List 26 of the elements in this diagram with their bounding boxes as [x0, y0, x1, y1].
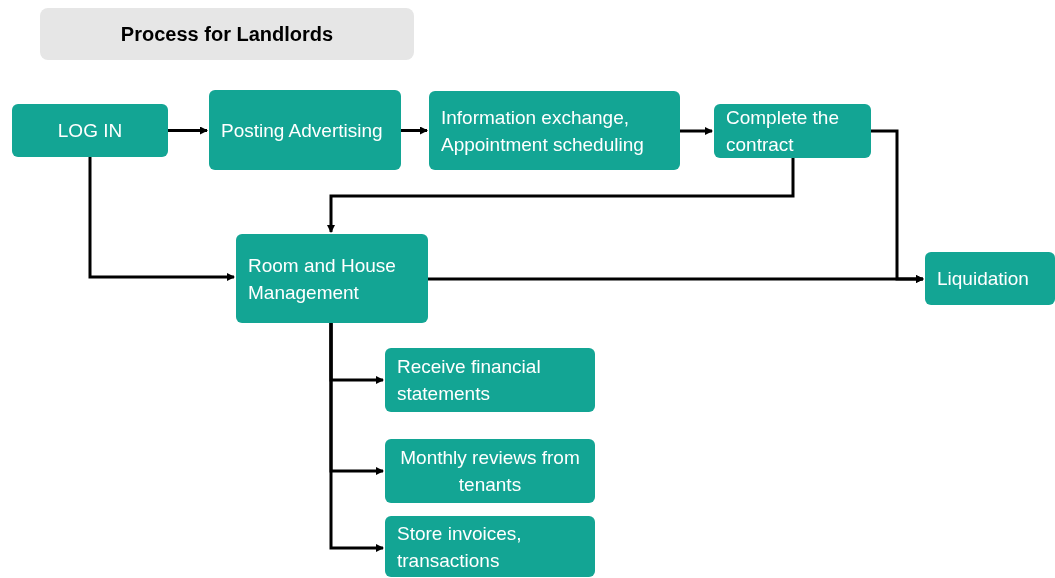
process-box [714, 104, 871, 158]
arrow [871, 129, 924, 283]
process-box [385, 348, 595, 412]
box-label: Receive financial statements [397, 355, 542, 406]
box-label: Complete the contract [726, 106, 840, 157]
box-label: Posting Advertising [221, 118, 383, 143]
arrow [401, 126, 428, 135]
arrow [168, 126, 208, 135]
box-label: Monthly reviews from tenants [399, 446, 581, 497]
box-label: Store invoices, transactions [397, 521, 523, 573]
process-box [12, 104, 168, 157]
title-banner: Process for Landlords [40, 8, 414, 60]
process-box [236, 234, 428, 323]
arrow [680, 127, 713, 135]
arrow [327, 158, 795, 233]
box-label: Liquidation [937, 267, 1029, 291]
process-box [209, 90, 401, 170]
arrow [329, 323, 384, 552]
process-box [925, 252, 1055, 305]
process-box [385, 516, 595, 577]
box-label: Information exchange, Appointment scheduling [441, 105, 645, 157]
process-box [429, 91, 680, 170]
box-label: LOG IN [57, 119, 123, 143]
box-label: Room and House Management [248, 253, 397, 305]
arrow [88, 157, 235, 281]
process-box [385, 439, 595, 503]
